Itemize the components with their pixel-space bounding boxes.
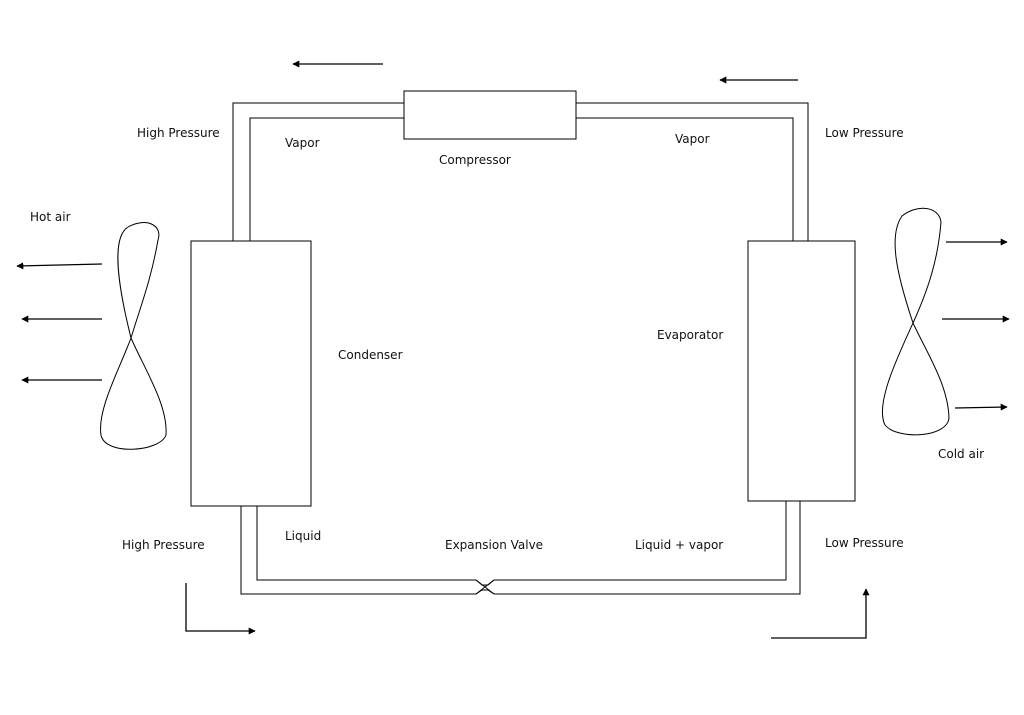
hot-air-label: Hot air [30, 210, 71, 224]
cold-air-arrow-3 [954, 403, 1008, 411]
cold-air-label: Cold air [938, 447, 984, 461]
hot-air-arrows [16, 262, 103, 384]
flow-arrow-bottom-left [185, 583, 256, 635]
high-pressure-top-label: High Pressure [137, 126, 220, 140]
condenser-label: Condenser [338, 348, 403, 362]
cold-air-arrows [942, 238, 1010, 411]
high-pressure-bottom-label: High Pressure [122, 538, 205, 552]
flow-arrow-bottom-right [771, 588, 870, 639]
expansion-valve-label: Expansion Valve [445, 538, 543, 552]
compressor-box [403, 90, 577, 140]
hot-air-arrow-1 [16, 262, 103, 270]
liquid-vapor-label: Liquid + vapor [635, 538, 723, 552]
expansion-valve-symbol [475, 579, 495, 595]
evaporator-box [747, 240, 856, 502]
evaporator-label: Evaporator [657, 328, 723, 342]
condenser-box [190, 240, 312, 507]
left-fan-icon [100, 222, 167, 450]
top-pipe [232, 102, 809, 241]
liquid-label: Liquid [285, 529, 321, 543]
right-fan-icon [881, 207, 950, 436]
low-pressure-bottom-label: Low Pressure [825, 536, 904, 550]
low-pressure-top-label: Low Pressure [825, 126, 904, 140]
vapor-right-label: Vapor [675, 132, 710, 146]
bottom-pipe [240, 501, 801, 595]
compressor-label: Compressor [439, 153, 511, 167]
vapor-left-label: Vapor [285, 136, 320, 150]
